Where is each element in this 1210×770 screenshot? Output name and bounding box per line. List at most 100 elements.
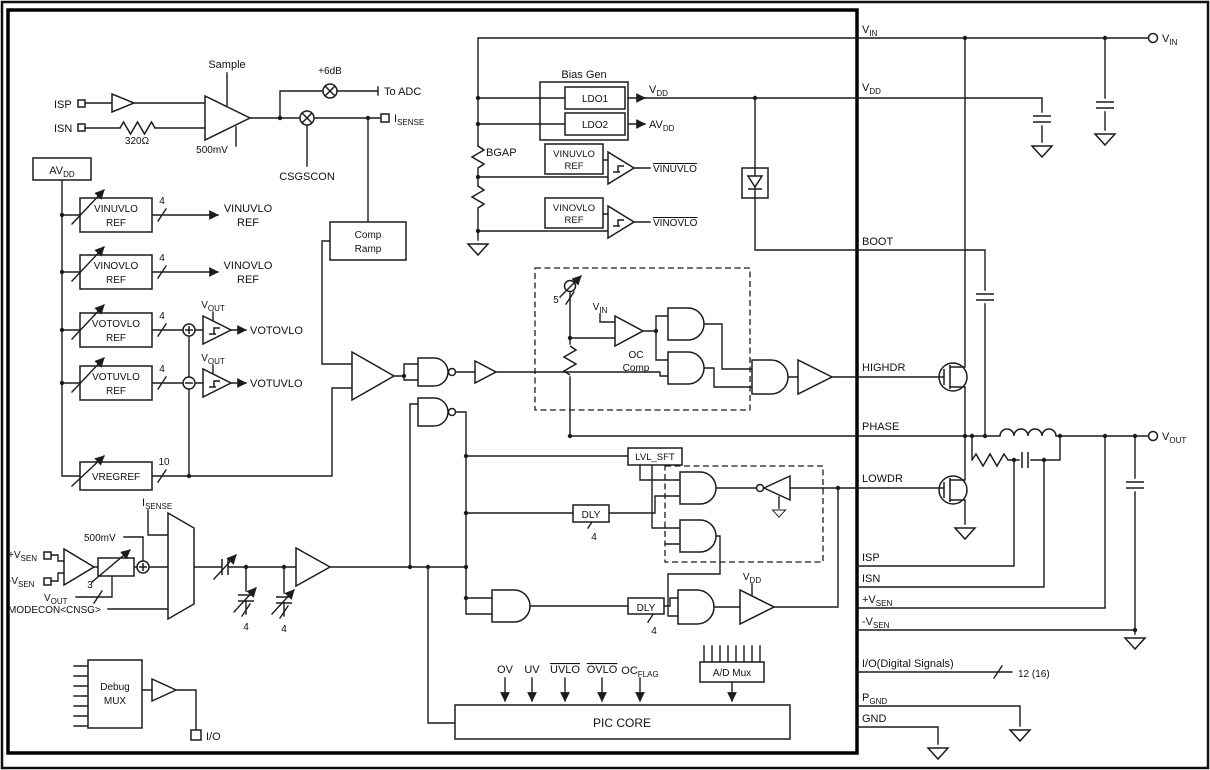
pin-boot: BOOT [862,236,893,248]
label-votuvlo-ref-1: VOTUVLO [92,372,140,383]
pwm-buffer [474,359,498,385]
oc-resistor [562,345,578,376]
lowdr-driver [739,588,776,626]
label-isense-pad: ISENSE [394,113,424,127]
function-blocks [32,81,824,740]
lowside-and-gate-c [679,471,717,505]
trim-arrows [71,189,582,615]
boot-diode [741,167,769,199]
label-debug-2: MUX [104,696,127,707]
error-amp [295,546,332,588]
amplifiers [63,92,834,703]
deadtime-and-gate [491,589,531,623]
label-avdd-block: AVDD [49,165,75,179]
highdr-and-gate [751,359,789,395]
label-isense-mux: ISENSE [142,497,172,511]
vout-terminal [1147,430,1159,442]
label-ad-mux: A/D Mux [713,668,751,679]
lowdr-and-gate [677,589,715,625]
label-isp-left: ISP [54,99,72,111]
votovlo-comparator [202,314,233,346]
chip-boundary [6,8,859,755]
lowside-dashed-box [664,465,824,563]
ground-icon [772,509,786,518]
label-vinovlo-ref-1: VINOVLO [94,261,139,272]
pwm-comparator-amp [351,350,396,402]
bus-4-dly2: 4 [651,626,657,637]
pic-core-block [454,704,791,740]
bus-4-comp1: 4 [243,622,249,633]
label-plus6db: +6dB [318,66,342,77]
label-ldo2: LDO2 [582,120,609,131]
io-pad [190,729,202,741]
vin-terminal [1147,32,1159,44]
bias-gen-block [539,81,629,141]
math-symbols [136,83,577,574]
label-votovlo-out: VOTOVLO [250,325,303,337]
avdd-block [32,157,92,181]
sense-resistor [971,452,1009,468]
gain-set-block [97,557,135,577]
oc-comp-dashed-box [534,267,751,411]
ground-icon [954,527,976,540]
label-vin-oc: VIN [593,302,608,315]
diode-icon [746,175,764,189]
dly-block-1 [572,504,610,523]
label-dly-1: DLY [582,510,601,521]
label-bgap: BGAP [486,147,517,159]
ldo2-block [564,112,626,136]
label-500mv-mux: 500mV [84,533,116,544]
label-vinovlo-small-1: VINOVLO [553,203,595,214]
bgap-resistor-top [470,145,486,169]
isp-pad [77,99,86,108]
label-vinuvlo-out-1: VINUVLO [224,203,273,215]
labels: Sample +6dB To ADC ISP ISN 320Ω 500mV IS… [8,24,1186,743]
votuvlo-comparator [202,367,233,399]
ground-icon [1009,729,1031,742]
pin-vsen-n: -VSEN [862,616,890,630]
label-vout-comp1: VOUT [201,300,225,313]
dly-block-2 [627,597,665,615]
label-votuvlo-ref-2: REF [106,386,126,397]
low-side-mosfet [938,475,968,505]
label-vinuvlo-small-1: VINUVLO [553,149,595,160]
ground-icon [1031,145,1053,158]
ground-icon [927,747,949,760]
label-vsen-n: -VSEN [8,576,35,589]
label-vinovlo-ref-2: REF [106,275,126,286]
oc-and-gate-a [667,307,705,341]
highdr-driver [797,358,834,396]
pin-isn: ISN [862,573,880,585]
vsen-diff-amp [63,547,96,587]
label-vinuvlo-out-2: REF [237,217,259,229]
pin-vin: VIN [862,24,878,38]
isp-buffer-amp [111,92,136,114]
bus-12-16: 12 (16) [1018,669,1050,680]
label-vinuvlo-bar: VINUVLO [653,164,697,175]
label-vsen-p: +VSEN [8,550,37,563]
label-uv: UV [524,664,540,676]
label-isn-left: ISN [54,123,72,135]
pin-isp: ISP [862,552,880,564]
label-modecon: MODECON<CNSG> [8,605,101,616]
bus-4: 4 [159,253,165,264]
label-debug-1: Debug [100,682,129,693]
vsen-n-pad [43,577,52,586]
label-sample: Sample [208,59,245,71]
label-vout-left: VOUT [44,593,68,606]
oc-trim-icon [563,279,577,293]
nand-bubble [447,367,457,377]
label-vinovlo-small-2: REF [565,215,584,226]
label-io-pad: I/O [206,731,221,743]
label-csgscon: CSGSCON [279,171,335,183]
pin-vsen-p: +VSEN [862,594,892,608]
label-vinuvlo-small-2: REF [565,161,584,172]
bus-3: 3 [87,580,93,591]
pin-pgnd: PGND [862,692,887,706]
label-votovlo-ref-1: VOTOVLO [92,319,140,330]
oc-and-gate-b [667,351,705,385]
terminals [1147,32,1159,442]
vinuvlo-comparator [607,150,636,186]
